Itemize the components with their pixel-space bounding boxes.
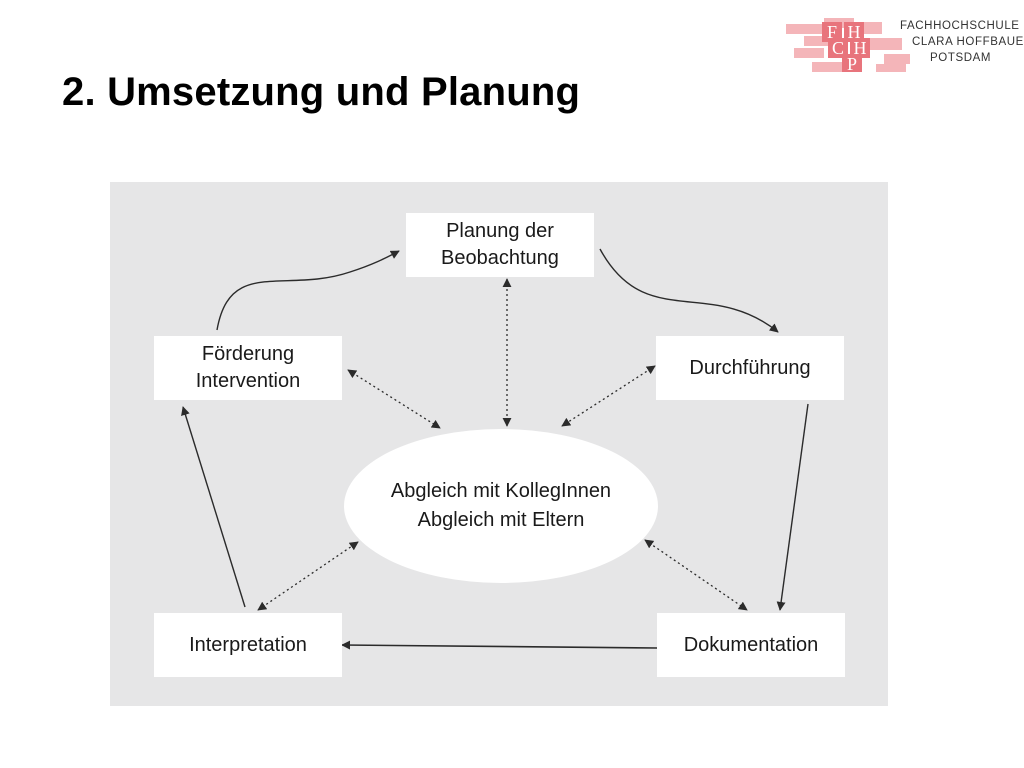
node-foerderung-intervention: Förderung Intervention	[154, 336, 342, 400]
dotted-interpretation-abgleich	[257, 541, 359, 611]
node-dokumentation-label: Dokumentation	[683, 633, 819, 656]
node-interpretation: Interpretation	[154, 613, 342, 677]
center-line-1: Abgleich mit KollegInnen	[390, 480, 612, 502]
dotted-foerderung-abgleich	[347, 369, 441, 429]
slide-title: 2. Umsetzung und Planung	[62, 70, 581, 114]
fhchp-logo: F H C H P FACHHOCHSCHULE CLARA HOFFBAUER…	[784, 18, 1024, 74]
fhchp-logo-mark: F H C H P	[786, 18, 910, 74]
logo-letter-h: H	[848, 22, 861, 42]
dotted-dokumentation-abgleich	[644, 539, 748, 611]
arrow-dokumentation-to-interpretation	[341, 640, 658, 650]
arrow-planung-to-durchfuehrung	[599, 248, 779, 333]
dotted-durchfuehrung-abgleich	[561, 365, 656, 427]
node-durchfuehrung: Durchführung	[656, 336, 844, 400]
node-foerderung-line-2: Intervention	[195, 370, 301, 392]
logo-line-1: FACHHOCHSCHULE	[900, 20, 1020, 32]
node-durchfuehrung-label: Durchführung	[689, 356, 811, 379]
node-interpretation-label: Interpretation	[189, 633, 307, 656]
diagram-connectors	[181, 248, 809, 650]
logo-letter-c: C	[832, 38, 844, 58]
logo-letter-p: P	[847, 54, 857, 72]
node-planung-line-1: Planung der	[446, 220, 554, 242]
logo-line-3: POTSDAM	[930, 52, 992, 64]
node-planung-line-2: Beobachtung	[441, 247, 559, 269]
arrow-durchfuehrung-to-dokumentation	[776, 403, 809, 611]
node-dokumentation: Dokumentation	[657, 613, 845, 677]
logo-letter-h2: H	[854, 38, 867, 58]
node-foerderung-line-1: Förderung	[201, 343, 295, 365]
logo-line-2: CLARA HOFFBAUER	[912, 36, 1024, 48]
center-line-2: Abgleich mit Eltern	[417, 509, 585, 531]
node-planung-der-beobachtung: Planung der Beobachtung	[406, 213, 594, 277]
center-abgleich-ellipse: Abgleich mit KollegInnen Abgleich mit El…	[344, 429, 658, 583]
arrow-foerderung-to-planung	[216, 250, 400, 331]
logo-letter-f: F	[827, 22, 837, 42]
cycle-diagram: Planung der Beobachtung Durchführung Dok…	[110, 182, 888, 706]
arrow-interpretation-to-foerderung	[181, 406, 246, 608]
